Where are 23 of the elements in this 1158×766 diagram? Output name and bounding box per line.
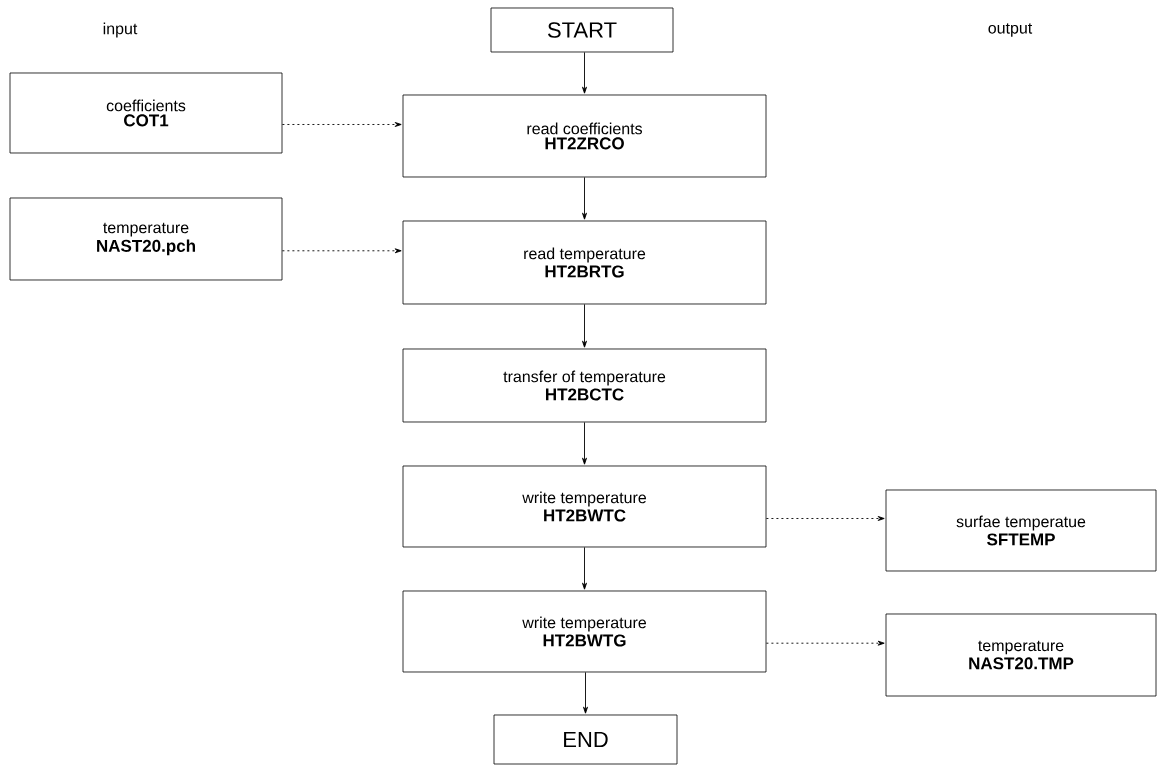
terminal-box: START [490,7,674,53]
arrow [582,546,587,590]
arrow [582,303,587,348]
arrow [582,421,587,465]
file-box: temperature NAST20.TMP [885,613,1157,697]
process-box: write temperature HT2BWTC [402,465,767,548]
column-heading: output [988,23,1033,37]
column-heading: input [103,22,138,38]
process-box: read coefficients HT2ZRCO [402,94,767,178]
arrow [281,248,402,254]
terminal-box: END [493,714,678,765]
process-box: write temperature HT2BWTG [402,590,767,673]
arrow [583,671,588,714]
file-box: temperature NAST20.pch [9,197,283,281]
arrow [281,122,402,127]
arrow [582,176,587,220]
arrow [765,516,885,521]
arrow [765,640,885,646]
process-box: read temperature HT2BRTG [402,220,767,305]
arrow [582,51,587,94]
file-box: surfae temperatue SFTEMP [885,489,1157,572]
process-box: transfer of temperature HT2BCTC [402,348,767,423]
file-box: coefficients COT1 [9,72,283,154]
